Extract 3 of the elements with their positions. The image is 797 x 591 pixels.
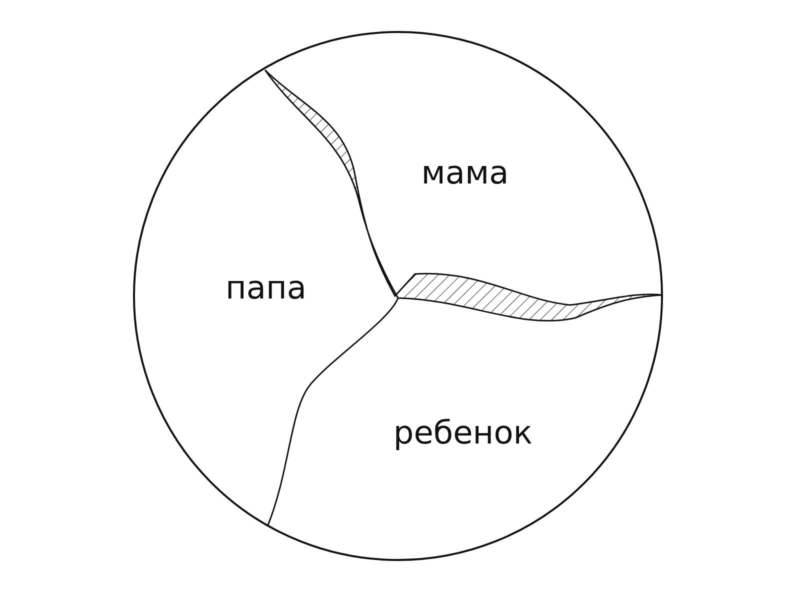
region-label: мама xyxy=(421,155,509,191)
region-label: ребенок xyxy=(393,415,533,451)
region-label: папа xyxy=(225,270,307,306)
